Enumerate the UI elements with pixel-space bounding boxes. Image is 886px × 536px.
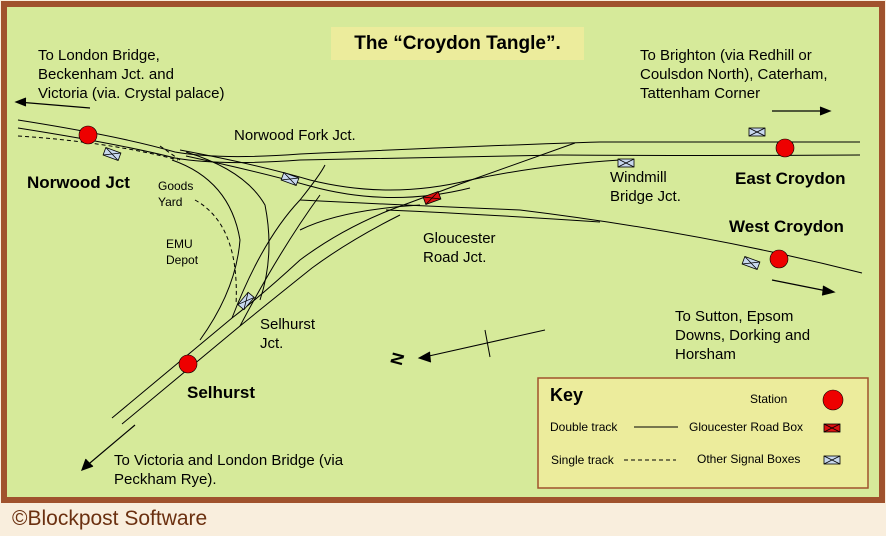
junction-gloucester-road: Gloucester Road Jct. <box>423 230 496 266</box>
station-west-croydon: West Croydon <box>729 217 844 236</box>
single-track-lines <box>17 135 237 306</box>
junction-windmill-bridge: Windmill Bridge Jct. <box>610 169 681 205</box>
key-double-track: Double track <box>550 420 618 434</box>
norwood-station-marker <box>78 125 98 145</box>
east-croydon-station-marker <box>775 138 795 158</box>
signal-box-norwood-icon <box>102 146 122 162</box>
goods-yard-label: Goods Yard <box>158 179 194 209</box>
station-norwood-jct: Norwood Jct <box>27 173 130 192</box>
signal-box-east-croydon-icon <box>748 127 766 137</box>
signal-box-west-croydon-icon <box>741 255 761 271</box>
destination-london: To London Bridge, Beckenham Jct. and Vic… <box>38 47 225 102</box>
key-single-track: Single track <box>551 453 614 467</box>
key-box <box>537 377 869 489</box>
destination-sutton: To Sutton, Epsom Downs, Dorking and Hors… <box>675 308 811 363</box>
key-symbols <box>624 389 844 465</box>
destination-brighton: To Brighton (via Redhill or Coulsdon Nor… <box>640 47 828 102</box>
double-track-lines <box>17 119 863 425</box>
north-arrow-icon <box>417 329 546 363</box>
page-title: The “Croydon Tangle”. <box>354 33 561 54</box>
signal-box-windmill-icon <box>617 158 635 168</box>
station-east-croydon: East Croydon <box>735 169 846 188</box>
emu-depot-label: EMU Depot <box>166 237 199 267</box>
key-station-icon <box>822 389 844 411</box>
selhurst-station-marker <box>178 354 198 374</box>
key-gloucester-box-icon <box>823 423 841 433</box>
key-signal-box-icon <box>823 455 841 465</box>
stations <box>78 125 795 374</box>
key-station: Station <box>750 392 788 406</box>
junction-selhurst: Selhurst Jct. <box>260 316 316 352</box>
signal-box-selhurst-icon <box>237 291 255 311</box>
gloucester-road-box-icon <box>422 190 442 206</box>
junction-norwood-fork: Norwood Fork Jct. <box>234 127 356 144</box>
direction-arrows <box>14 97 836 472</box>
west-croydon-station-marker <box>769 249 789 269</box>
destination-victoria: To Victoria and London Bridge (via Peckh… <box>114 452 344 488</box>
key-title: Key <box>550 385 584 405</box>
copyright: ©Blockpost Software <box>12 507 208 530</box>
signal-boxes <box>102 127 766 311</box>
key-other-boxes: Other Signal Boxes <box>697 452 801 466</box>
signal-box-fork-icon <box>280 171 300 187</box>
key-gloucester-box: Gloucester Road Box <box>689 420 804 434</box>
title-box <box>331 27 584 60</box>
station-selhurst: Selhurst <box>187 383 256 402</box>
